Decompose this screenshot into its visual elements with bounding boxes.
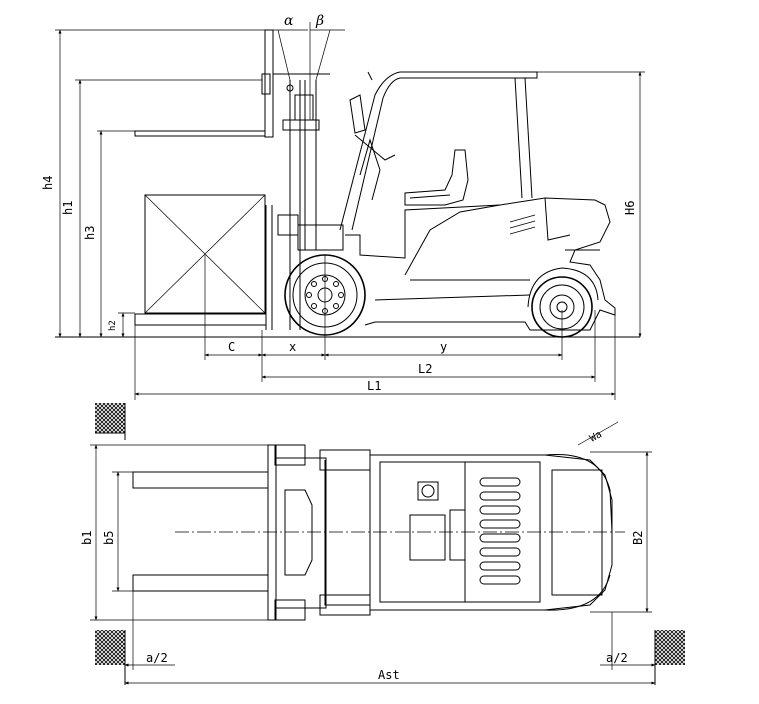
top-carriage [267, 444, 327, 621]
y-label: y [440, 340, 447, 354]
top-counterweight-slots [479, 477, 521, 585]
width-dimensions [90, 444, 652, 621]
aisle-dimensions [124, 591, 656, 685]
wall-bottom-left [95, 630, 125, 665]
l2-label: L2 [418, 362, 432, 376]
top-view: b1 b5 B2 Wa a/2 a/2 Ast [80, 403, 685, 685]
length-dimensions [134, 255, 616, 400]
truck-body [345, 197, 616, 331]
c-label: C [228, 340, 235, 354]
rear-wheel [527, 267, 599, 338]
raised-fork [134, 29, 274, 138]
seat-and-steering [349, 94, 469, 206]
wa-dimension [577, 421, 619, 446]
side-view: α β [41, 13, 645, 400]
x-label: x [289, 340, 296, 354]
top-chassis [324, 453, 613, 611]
b5-label: b5 [102, 531, 116, 545]
b1-label: b1 [80, 531, 94, 545]
h6-label: H6 [623, 201, 637, 215]
height-dimensions [55, 29, 265, 338]
a2-left-label: a/2 [146, 651, 168, 665]
b2-label: B2 [631, 531, 645, 545]
wa-label: Wa [588, 429, 604, 445]
lower-fork [134, 205, 273, 330]
beta-label: β [315, 13, 324, 29]
wall-bottom-right [655, 630, 685, 665]
mast [273, 73, 344, 330]
top-front-wheels [319, 449, 371, 616]
h1-label: h1 [61, 201, 75, 215]
top-forks [132, 471, 269, 592]
l1-label: L1 [367, 379, 381, 393]
h2-label: h2 [108, 320, 118, 331]
h4-label: h4 [41, 176, 55, 190]
ast-label: Ast [378, 668, 400, 682]
alpha-label: α [284, 13, 294, 29]
overhead-guard [339, 71, 538, 231]
h3-label: h3 [83, 226, 97, 240]
a2-right-label: a/2 [606, 651, 628, 665]
overhead-guard-height [537, 71, 645, 338]
tilt-angle-lines [272, 22, 345, 120]
wall-top-left [95, 403, 125, 433]
